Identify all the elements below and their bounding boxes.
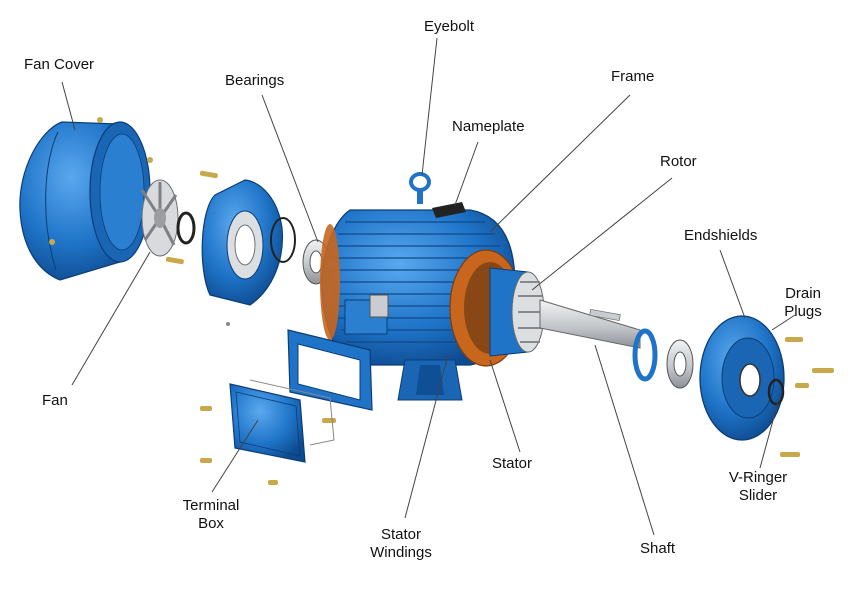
front-endshield-part [699,315,785,441]
leader-frame [489,94,631,233]
leader-v-ringer [759,401,779,469]
shaft-part [539,299,641,349]
label-fan: Fan [42,392,68,409]
leader-stator [489,359,521,453]
label-shaft: Shaft [640,540,676,557]
fan-part [140,179,196,257]
label-terminal-box-line1: Terminal [182,497,240,514]
leader-nameplate [454,141,479,206]
leader-fan [71,251,151,386]
label-terminal-box: Terminal Box [176,497,246,533]
leader-rotor [531,177,673,291]
label-stator-windings-line2: Windings [370,544,432,561]
label-eyebolt: Eyebolt [424,18,475,35]
fan-cover-part [19,117,153,281]
label-v-ringer-line1: V-Ringer [728,469,788,486]
label-v-ringer-line2: Slider [738,487,778,504]
leader-endshields [719,249,746,319]
nameplate-part [432,202,466,218]
label-bearings: Bearings [225,72,285,89]
label-nameplate: Nameplate [452,118,525,135]
leader-lines [61,37,796,536]
leader-terminal-box [211,419,259,493]
leader-eyebolt [421,37,438,176]
rotor-part [489,267,545,357]
leader-shaft [594,344,655,536]
label-drain-plugs-line1: Drain [785,285,821,302]
label-frame: Frame [611,68,655,85]
terminal-box-part [229,329,373,463]
label-drain-plugs: Drain Plugs [780,285,826,321]
label-endshields: Endshields [684,227,758,244]
label-rotor: Rotor [660,153,697,170]
rear-endshield-part [201,179,296,326]
label-fan-cover: Fan Cover [24,56,95,73]
label-terminal-box-line2: Box [198,515,224,532]
front-bearing-part [632,328,694,389]
leader-bearings [261,94,319,243]
label-stator-windings: Stator Windings [363,526,439,562]
label-stator: Stator [492,455,533,472]
label-v-ringer-slider: V-Ringer Slider [722,469,794,505]
leader-stator-windings [404,354,449,519]
eyebolt-part [409,172,431,204]
leader-drain-plugs [771,314,796,331]
label-stator-windings-line1: Stator [380,526,422,543]
leader-fan-cover [61,81,76,131]
label-drain-plugs-line2: Plugs [784,303,822,320]
